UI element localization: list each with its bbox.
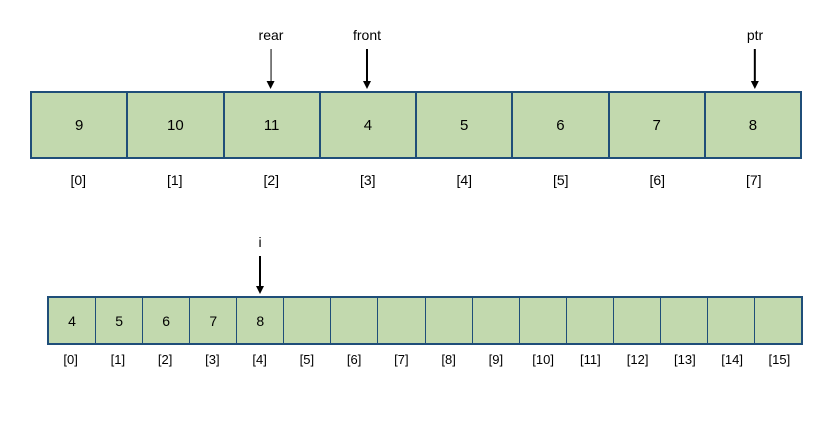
- cell-value: 6: [556, 116, 565, 134]
- index-label: [9]: [488, 352, 504, 367]
- index-label: [7]: [394, 352, 409, 367]
- cell-value: 7: [652, 116, 661, 134]
- top-array-index-row: [0] [1] [2] [3] [4] [5] [6] [7]: [30, 172, 802, 188]
- array-cell: [283, 298, 331, 343]
- index-label: [5]: [299, 352, 315, 367]
- arrow-shaft: [754, 49, 756, 81]
- array-cell: 7: [189, 298, 237, 343]
- index-label: [4]: [456, 172, 473, 188]
- pointer-ptr-label: ptr: [746, 27, 764, 43]
- index-label: [0]: [70, 172, 87, 188]
- bottom-array: 4 5 6 7 8: [47, 296, 803, 345]
- index-label: [3]: [205, 352, 220, 367]
- index-label: [4]: [252, 352, 267, 367]
- index-label: [2]: [157, 352, 173, 367]
- array-cell: 8: [703, 93, 800, 157]
- bottom-array-index-row: [0] [1] [2] [3] [4] [5] [6] [7] [8] [9] …: [47, 352, 803, 367]
- arrow-head: [267, 81, 275, 89]
- index-label: [3]: [359, 172, 376, 188]
- index-label: [6]: [649, 172, 666, 188]
- index-label: [12]: [626, 352, 649, 367]
- top-array: 9 10 11 4 5 6 7 8: [30, 91, 802, 159]
- cell-value: 6: [162, 312, 171, 329]
- index-label: [8]: [441, 352, 456, 367]
- array-cell: 4: [49, 298, 96, 343]
- array-cell: 6: [142, 298, 190, 343]
- arrow-head: [751, 81, 759, 89]
- pointer-front-label: front: [352, 27, 382, 43]
- pointer-front: front: [353, 27, 381, 89]
- array-cell: 4: [318, 93, 415, 157]
- arrow-down-icon: [267, 49, 275, 89]
- index-label: [14]: [721, 352, 743, 367]
- pointer-i-label: i: [258, 234, 262, 250]
- pointer-ptr: ptr: [747, 27, 763, 89]
- arrow-shaft: [270, 49, 272, 81]
- arrow-down-icon: [751, 49, 759, 89]
- array-cell: [753, 298, 801, 343]
- array-cell: 8: [236, 298, 284, 343]
- cell-value: 7: [209, 312, 218, 329]
- arrow-shaft: [366, 49, 368, 81]
- arrow-head: [256, 286, 264, 294]
- array-cell: 5: [415, 93, 512, 157]
- cell-value: 11: [263, 116, 280, 134]
- array-cell: [612, 298, 660, 343]
- index-label: [2]: [263, 172, 280, 188]
- array-cell: [659, 298, 707, 343]
- index-label: [11]: [580, 352, 601, 367]
- index-label: [1]: [166, 172, 183, 188]
- pointer-i: i: [256, 234, 264, 294]
- pointer-rear: rear: [258, 27, 284, 89]
- array-cell: [424, 298, 472, 343]
- index-label: [1]: [110, 352, 126, 367]
- index-label: [7]: [745, 172, 762, 188]
- cell-value: 5: [115, 312, 123, 329]
- index-label: [5]: [552, 172, 569, 188]
- array-cell: [471, 298, 519, 343]
- array-cell: 10: [126, 93, 223, 157]
- cell-value: 4: [68, 312, 76, 329]
- arrow-down-icon: [362, 49, 371, 89]
- cell-value: 10: [167, 116, 184, 134]
- array-cell: [330, 298, 378, 343]
- cell-value: 4: [363, 116, 373, 134]
- cell-value: 5: [459, 116, 469, 134]
- index-label: [0]: [63, 352, 78, 367]
- cell-value: 8: [256, 312, 265, 329]
- array-cell: [518, 298, 566, 343]
- arrow-head: [362, 81, 371, 89]
- index-label: [10]: [532, 352, 554, 367]
- cell-value: 9: [74, 116, 84, 134]
- array-cell: 6: [511, 93, 608, 157]
- array-cell: [706, 298, 754, 343]
- array-cell: 11: [222, 93, 319, 157]
- array-cell: [377, 298, 425, 343]
- array-cell: 9: [32, 93, 127, 157]
- array-cell: 7: [607, 93, 704, 157]
- pointer-rear-label: rear: [258, 27, 284, 43]
- array-cell: [565, 298, 613, 343]
- arrow-down-icon: [256, 256, 264, 294]
- arrow-shaft: [259, 256, 261, 286]
- cell-value: 8: [748, 116, 758, 134]
- index-label: [13]: [674, 352, 696, 367]
- index-label: [15]: [768, 352, 791, 367]
- index-label: [6]: [346, 352, 362, 367]
- array-cell: 5: [95, 298, 143, 343]
